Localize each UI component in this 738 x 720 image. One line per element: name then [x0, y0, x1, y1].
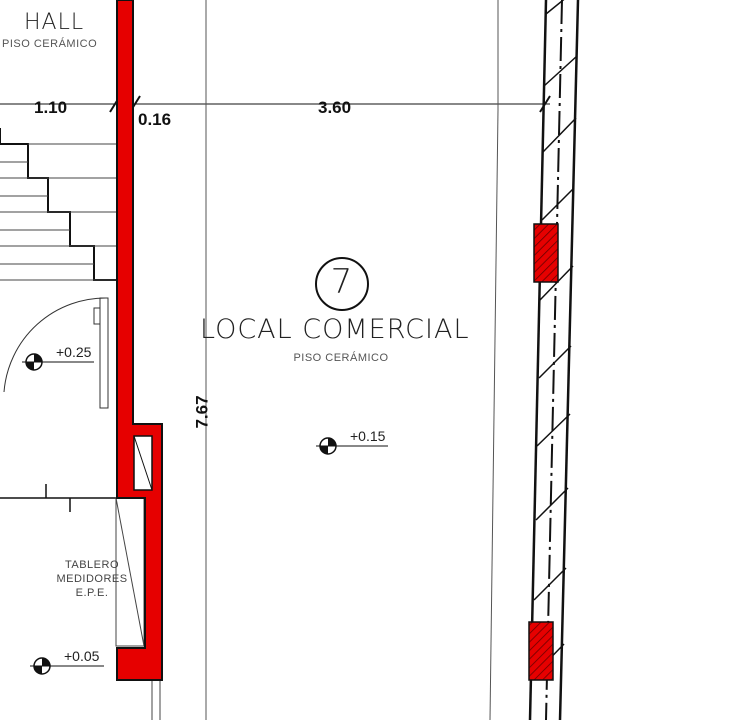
level-label-3: +0.05	[64, 648, 100, 664]
column-hatched-upper	[533, 223, 559, 283]
local-room-name: LOCAL COMERCIAL	[200, 314, 470, 345]
panel-label: TABLERO MEDIDORES E.P.E.	[52, 558, 132, 600]
panel-label-line-3: E.P.E.	[75, 587, 109, 599]
local-floor-type: PISO CERÁMICO	[293, 352, 389, 364]
hall-floor-type: PISO CERÁMICO	[2, 38, 98, 50]
dimension-3-60: 3.60	[318, 98, 352, 117]
column-hatched-lower	[528, 621, 554, 681]
level-marker-2	[316, 437, 388, 455]
level-label-2: +0.15	[350, 428, 386, 444]
level-marker-3	[30, 657, 104, 675]
door-swing	[3, 297, 109, 409]
dimension-0-16: 0.16	[138, 110, 172, 129]
red-wall	[116, 0, 163, 681]
panel-label-line-1: TABLERO	[64, 559, 120, 571]
right-facade	[528, 0, 580, 720]
reference-lines	[205, 0, 499, 720]
hall-room-name: HALL	[24, 10, 85, 35]
dimension-line-top	[0, 95, 551, 113]
room-number-circle	[315, 257, 369, 311]
floor-ledge-lines	[0, 484, 116, 512]
stairs	[0, 128, 116, 281]
dimension-1-10: 1.10	[34, 98, 68, 117]
dimension-7-67: 7.67	[192, 395, 212, 429]
room-number: 7	[330, 262, 354, 302]
level-label-1: +0.25	[56, 344, 92, 360]
panel-label-line-2: MEDIDORES	[56, 573, 128, 585]
level-marker-1	[22, 353, 94, 371]
